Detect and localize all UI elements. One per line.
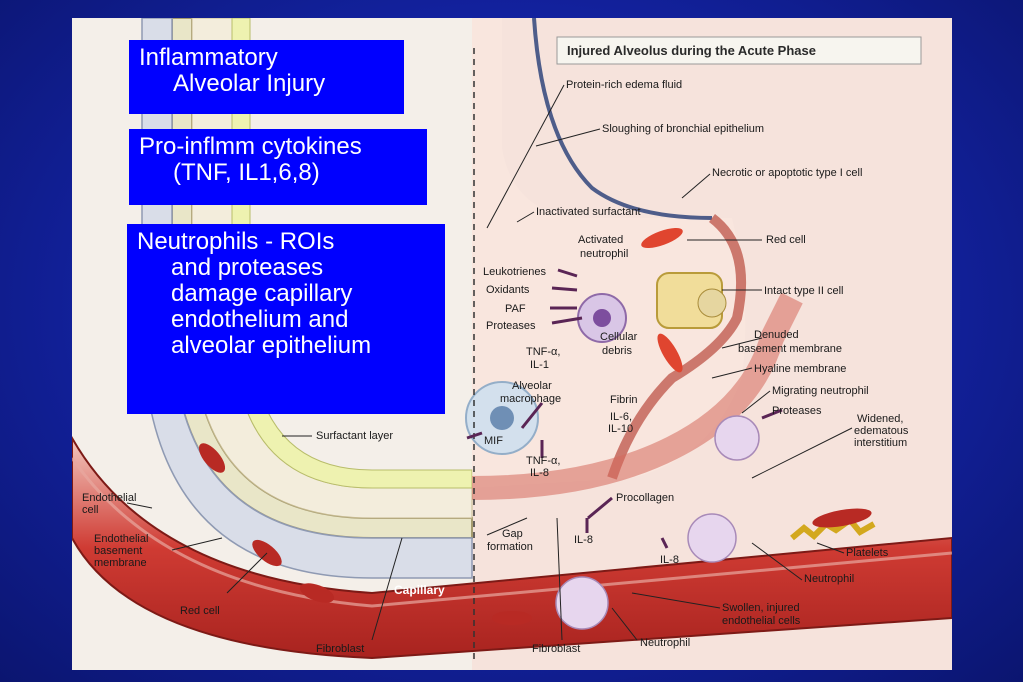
callout-line: (TNF, IL1,6,8) [173, 159, 320, 186]
label-sloughing: Sloughing of bronchial epithelium [602, 123, 764, 135]
label-widened-3: interstitium [854, 437, 907, 449]
label-endo-basement-2: basement [94, 545, 142, 557]
label-denuded-2: basement membrane [738, 343, 842, 355]
label-intact-type2: Intact type II cell [764, 285, 843, 297]
label-neutrophil-right: Neutrophil [804, 573, 854, 585]
label-il8-a: IL-8 [574, 534, 593, 546]
label-neutrophil-bottom: Neutrophil [640, 637, 690, 649]
figure-title-box [556, 36, 922, 65]
label-swollen-1: Swollen, injured [722, 602, 800, 614]
label-oxidants: Oxidants [486, 284, 530, 296]
label-activated-neutrophil-2: neutrophil [580, 248, 628, 260]
callout-line: Alveolar Injury [173, 70, 326, 97]
label-denuded-1: Denuded [754, 329, 799, 341]
label-tnf-il8-1: TNF-α, [526, 455, 560, 467]
label-platelets: Platelets [846, 547, 889, 559]
label-capillary: Capillary [394, 583, 445, 597]
label-il8-b: IL-8 [660, 554, 679, 566]
label-activated-neutrophil-1: Activated [578, 234, 623, 246]
callout-line: Pro-inflmm cytokines [139, 133, 362, 160]
label-migrating-neutrophil: Migrating neutrophil [772, 385, 869, 397]
callout-neutrophils: Neutrophils - ROIs and proteases damage … [127, 224, 445, 414]
label-hyaline: Hyaline membrane [754, 363, 846, 375]
label-mif: MIF [484, 435, 503, 447]
label-surfactant-layer: Surfactant layer [316, 430, 393, 442]
callout-line: damage capillary [171, 280, 353, 307]
label-endothelial-cell-1: Endothelial [82, 492, 136, 504]
label-widened-2: edematous [854, 425, 909, 437]
signal-arrows [466, 268, 783, 549]
label-fibrin: Fibrin [610, 394, 638, 406]
label-endothelial-cell-2: cell [82, 504, 99, 516]
label-protein-edema: Protein-rich edema fluid [566, 79, 682, 91]
label-proteases-right: Proteases [772, 405, 822, 417]
label-il6-2: IL-10 [608, 423, 633, 435]
label-red-cell-left: Red cell [180, 605, 220, 617]
label-alveolar-macrophage-2: macrophage [500, 393, 561, 405]
label-widened-1: Widened, [857, 413, 903, 425]
label-paf: PAF [505, 303, 526, 315]
label-swollen-2: endothelial cells [722, 615, 801, 627]
injured-alveolus [465, 18, 876, 630]
callout-line: alveolar epithelium [171, 332, 372, 359]
callout-cytokines: Pro-inflmm cytokines (TNF, IL1,6,8) [129, 129, 427, 205]
label-tnf-il1-1: TNF-α, [526, 346, 560, 358]
alveolus-diagram: Injured Alveolus during the Acute Phase [72, 18, 952, 670]
label-tnf-il1-2: IL-1 [530, 359, 549, 371]
leader-lines [126, 84, 853, 641]
label-gap-1: Gap [502, 528, 523, 540]
label-gap-2: formation [487, 541, 533, 553]
label-il6-1: IL-6, [610, 411, 632, 423]
label-red-cell-right: Red cell [766, 234, 806, 246]
label-fibroblast-right: Fibroblast [532, 643, 580, 655]
label-endo-basement-3: membrane [94, 557, 147, 569]
label-proteases-left: Proteases [486, 320, 536, 332]
label-fibroblast-left: Fibroblast [316, 643, 364, 655]
label-cellular-debris-2: debris [602, 345, 632, 357]
label-cellular-debris-1: Cellular [600, 331, 638, 343]
callout-line: Neutrophils - ROIs [137, 228, 335, 255]
label-endo-basement-1: Endothelial [94, 533, 148, 545]
callout-inflammatory-injury: Inflammatory Alveolar Injury [129, 40, 404, 114]
callout-line: endothelium and [171, 306, 349, 333]
label-necrotic-cell: Necrotic or apoptotic type I cell [712, 167, 862, 179]
callout-line: Inflammatory [139, 44, 278, 71]
label-alveolar-macrophage-1: Alveolar [512, 380, 552, 392]
label-tnf-il8-2: IL-8 [530, 467, 549, 479]
figure-title: Injured Alveolus during the Acute Phase [567, 43, 816, 58]
callout-line: and proteases [171, 254, 324, 281]
label-procollagen: Procollagen [616, 492, 674, 504]
label-leukotrienes: Leukotrienes [483, 266, 546, 278]
label-inactivated-surfactant: Inactivated surfactant [536, 206, 641, 218]
